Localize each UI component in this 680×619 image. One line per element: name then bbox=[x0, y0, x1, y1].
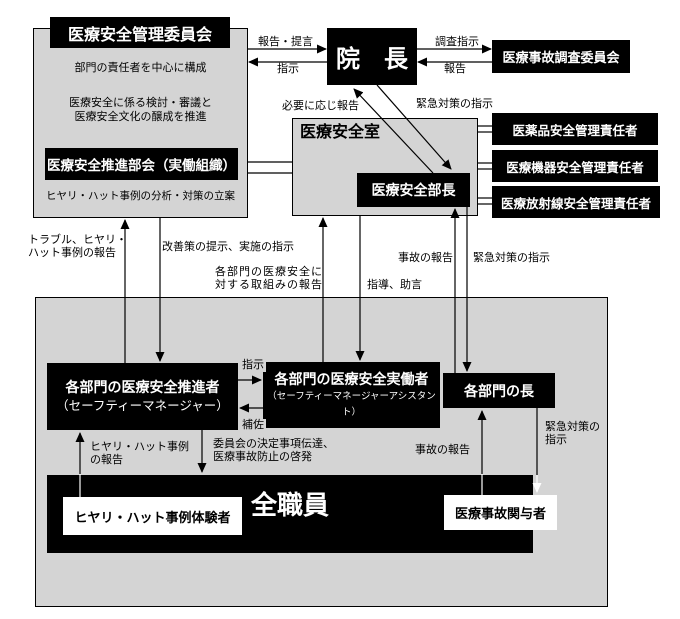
label-instruction-to-committee: 指示 bbox=[277, 63, 299, 75]
label-assist: 補佐 bbox=[240, 419, 266, 432]
incident-experiencer-title: ヒヤリ・ハット事例体験者 bbox=[74, 509, 231, 525]
label-report-proposal: 報告・提言 bbox=[258, 36, 313, 48]
safety-committee-desc3: 医療安全文化の醸成を推進 bbox=[74, 111, 207, 123]
dept-head-box: 各部門の長 bbox=[443, 373, 555, 408]
label-trouble-report: トラブル、ヒヤリ・ ハット事例の報告 bbox=[28, 234, 127, 259]
safety-office-title: 医療安全室 bbox=[300, 124, 381, 141]
incident-experiencer-box: ヒヤリ・ハット事例体験者 bbox=[63, 497, 242, 535]
accident-involved-title: 医療事故関与者 bbox=[454, 506, 546, 521]
safety-committee-desc1: 部門の責任者を中心に構成 bbox=[74, 62, 207, 74]
pharma-safety-manager-title: 医薬品安全管理責任者 bbox=[512, 123, 638, 138]
radiation-safety-manager-title: 医療放射線安全管理責任者 bbox=[500, 196, 651, 211]
label-accident-report-bottom: 事故の報告 bbox=[415, 444, 470, 456]
director-box: 院 長 bbox=[327, 28, 417, 85]
dept-head-title: 各部門の長 bbox=[464, 382, 534, 399]
label-emergency-top: 緊急対策の指示 bbox=[416, 98, 493, 110]
label-committee-decision: 委員会の決定事項伝達、 医療事故防止の啓発 bbox=[213, 438, 334, 463]
investigation-committee-box: 医療事故調査委員会 bbox=[492, 40, 630, 73]
radiation-safety-manager-box: 医療放射線安全管理責任者 bbox=[492, 186, 660, 218]
dept-worker-line2: （セーフティーマネージャーアシスタント） bbox=[267, 391, 436, 418]
label-accident-report-mid: 事故の報告 bbox=[398, 252, 453, 264]
promotion-subcommittee-desc: ヒヤリ・ハット事例の分析・対策の立案 bbox=[46, 191, 235, 202]
label-improvement: 改善策の提示、実施の指示 bbox=[162, 241, 294, 253]
accident-involved-box: 医療事故関与者 bbox=[444, 495, 557, 530]
safety-committee-desc2: 医療安全に係る検討・審議と bbox=[69, 97, 212, 109]
safety-director-title: 医療安全部長 bbox=[371, 182, 456, 198]
safety-director-box: 医療安全部長 bbox=[357, 173, 470, 207]
label-emergency-mid: 緊急対策の指示 bbox=[473, 252, 550, 264]
safety-committee-box: 医療安全管理委員会 bbox=[50, 17, 230, 48]
label-report-as-needed: 必要に応じ報告 bbox=[282, 100, 359, 112]
label-hiyari-report: ヒヤリ・ハット事例 の報告 bbox=[90, 441, 189, 466]
label-instruction-small: 指示 bbox=[240, 359, 266, 372]
dept-promoter-line1: 各部門の医療安全推進者 bbox=[65, 379, 220, 395]
label-report-to-director: 報告 bbox=[444, 63, 466, 75]
promotion-subcommittee-box: 医療安全推進部会（実働組織） bbox=[45, 148, 238, 180]
departments-panel bbox=[35, 297, 608, 607]
device-safety-manager-title: 医療機器安全管理責任者 bbox=[506, 160, 644, 175]
director-title: 院 長 bbox=[336, 46, 408, 73]
safety-committee-title: 医療安全管理委員会 bbox=[67, 26, 212, 44]
all-staff-title: 全職員 bbox=[250, 490, 329, 520]
investigation-committee-title: 医療事故調査委員会 bbox=[502, 50, 620, 65]
dept-worker-line1: 各部門の医療安全実働者 bbox=[274, 371, 429, 387]
device-safety-manager-box: 医療機器安全管理責任者 bbox=[492, 150, 658, 182]
label-investigation-order: 調査指示 bbox=[435, 36, 479, 48]
pharma-safety-manager-box: 医薬品安全管理責任者 bbox=[492, 113, 658, 145]
label-efforts-report: 各部門の医療安全に 対する取組みの報告 bbox=[215, 266, 323, 291]
label-emergency-bottom: 緊急対策の 指示 bbox=[545, 421, 600, 446]
dept-worker-box: 各部門の医療安全実働者 （セーフティーマネージャーアシスタント） bbox=[263, 362, 440, 428]
dept-promoter-box: 各部門の医療安全推進者 （セーフティーマネージャー） bbox=[47, 363, 238, 430]
label-guidance: 指導、助言 bbox=[367, 279, 422, 291]
promotion-subcommittee-title: 医療安全推進部会（実働組織） bbox=[47, 158, 236, 173]
safety-committee-panel bbox=[33, 28, 248, 218]
dept-promoter-line2: （セーフティーマネージャー） bbox=[56, 399, 229, 413]
